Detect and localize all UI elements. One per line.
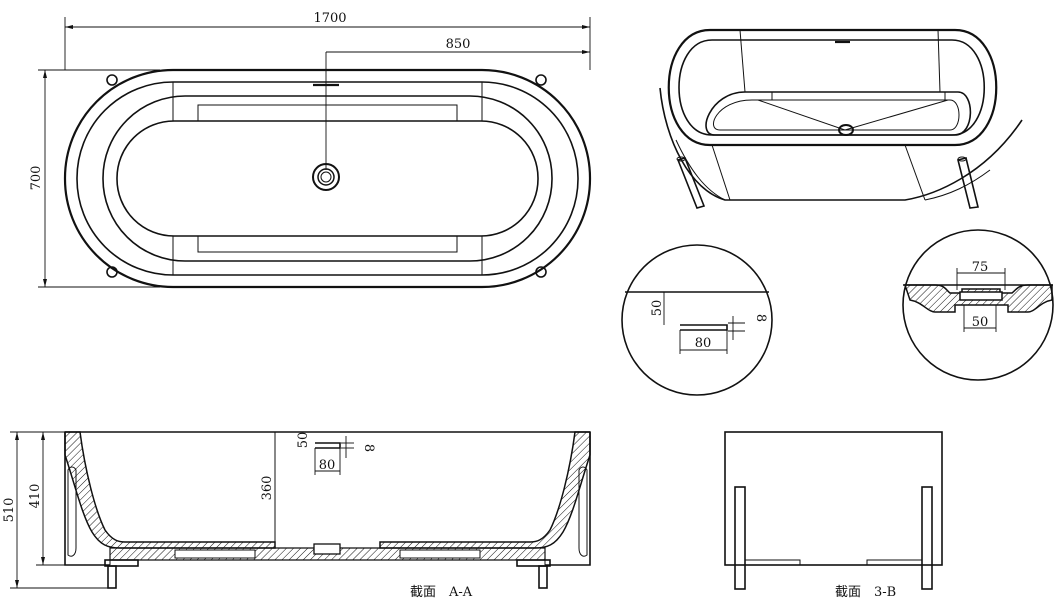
detail-1-dim-b: 8: [753, 314, 768, 322]
tub-basin-floor: [116, 120, 539, 237]
detail-2-dim-bottom: 50: [972, 315, 989, 330]
drain-perspective-icon: [838, 124, 854, 136]
section-a-a: 510 410 360 50: [2, 431, 591, 600]
section-aa-caption: 截面 A-A: [410, 585, 473, 600]
detail-circle-1: 50 8 80: [621, 244, 773, 396]
section-aa-dim-b: 8: [361, 444, 376, 452]
dimension-width-label: 700: [29, 166, 44, 191]
detail-1-dim-a: 50: [650, 300, 665, 317]
top-view: 1700 850 700: [29, 11, 592, 289]
section-aa-dim-c: 80: [319, 458, 336, 473]
legs-perspective: [676, 156, 979, 209]
drain-flange: [959, 291, 1003, 301]
section-aa-dim-inner: 410: [28, 484, 43, 509]
feet-markers: [106, 74, 547, 278]
section-drain: [313, 543, 341, 555]
section-aa-dim-a: 50: [296, 432, 311, 449]
section-bb-caption: 截面 3-B: [835, 585, 896, 600]
dimension-width: 700: [29, 69, 160, 288]
dimension-length-label: 1700: [313, 11, 346, 26]
section-aa-dim-total: 510: [2, 498, 17, 523]
detail-1-dim-c: 80: [695, 336, 712, 351]
dimension-half-length: 850: [325, 37, 590, 170]
drain-icon: [312, 163, 340, 191]
detail-circle-2: 75 50: [902, 229, 1054, 381]
detail-2-dim-top: 75: [972, 260, 989, 275]
dimension-length: 1700: [64, 11, 591, 70]
tub-outer-rim: [63, 68, 592, 289]
section-aa-dim-depth: 360: [260, 476, 275, 501]
tub-inner-rim: [102, 95, 553, 262]
section-aa-feet: [104, 559, 551, 589]
section-b-b: 截面 3-B: [724, 431, 943, 600]
dimension-half-label: 850: [446, 37, 471, 52]
perspective-view: [659, 28, 1023, 209]
